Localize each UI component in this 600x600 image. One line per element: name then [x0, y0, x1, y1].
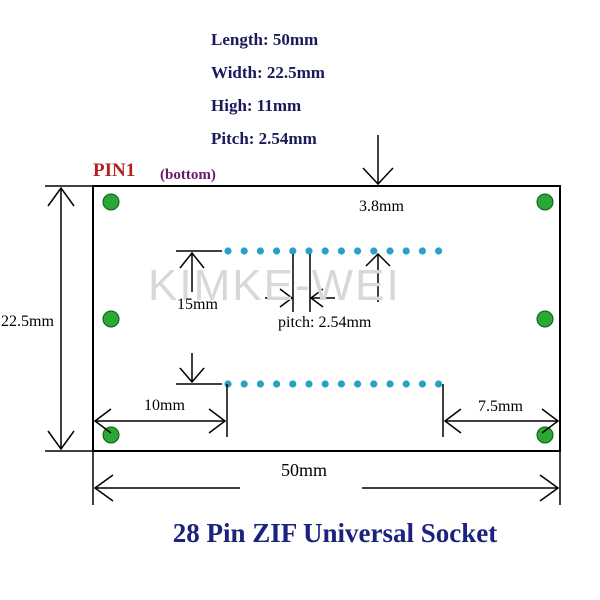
socket-pin [224, 380, 232, 388]
socket-pin [256, 380, 264, 388]
row-spacing-arrow-top [179, 251, 205, 269]
offset-top-label: 3.8mm [359, 198, 404, 215]
socket-pin [321, 247, 329, 255]
corner-pad [102, 310, 120, 328]
offset-inner-arrow [365, 252, 391, 267]
row-spacing-label: 15mm [177, 296, 218, 313]
pitch-arrow-right-head [309, 288, 324, 308]
corner-pad [536, 193, 554, 211]
left-offset-arrow-left [93, 408, 112, 434]
length-label: 50mm [281, 460, 328, 480]
right-offset-arrow-right [541, 408, 560, 434]
offset-arrow-head [362, 167, 394, 186]
pin-row-bottom [224, 380, 443, 388]
socket-pin [435, 247, 443, 255]
pin1-label: PIN1 [93, 160, 136, 181]
board-outline [92, 185, 561, 452]
left-offset-label: 10mm [144, 397, 185, 414]
corner-pad [536, 426, 554, 444]
socket-pin [370, 380, 378, 388]
left-offset-arrow-right [208, 408, 227, 434]
corner-pad [102, 193, 120, 211]
socket-pin [435, 380, 443, 388]
spec-pitch: Pitch: 2.54mm [211, 129, 317, 148]
socket-pin [273, 380, 281, 388]
right-offset-label: 7.5mm [478, 398, 523, 415]
spec-high: High: 11mm [211, 96, 302, 115]
diagram-title: 28 Pin ZIF Universal Socket [172, 518, 498, 548]
socket-pin [289, 380, 297, 388]
socket-pin [386, 380, 394, 388]
length-arrow-left [93, 474, 114, 502]
socket-pin [240, 380, 248, 388]
socket-pin [321, 380, 329, 388]
socket-pin [354, 380, 362, 388]
spec-width: Width: 22.5mm [211, 63, 325, 82]
right-offset-arrow-left [443, 408, 462, 434]
socket-pin [273, 247, 281, 255]
socket-pin [256, 247, 264, 255]
socket-pin [337, 247, 345, 255]
row-spacing-arrow-bottom [179, 367, 205, 384]
socket-pin [402, 247, 410, 255]
watermark: KIMKE-WEI [148, 261, 401, 310]
pin-row-top [224, 247, 443, 255]
height-label: 22.5mm [1, 313, 54, 330]
socket-pin [305, 380, 313, 388]
length-arrow-right [539, 474, 560, 502]
corner-pad [536, 310, 554, 328]
socket-pin [224, 247, 232, 255]
height-arrow-top [47, 186, 75, 207]
socket-pin [289, 247, 297, 255]
pitch-arrow-left-head [279, 288, 294, 308]
socket-pin [337, 380, 345, 388]
socket-pin [418, 247, 426, 255]
socket-pin [402, 380, 410, 388]
socket-pin [240, 247, 248, 255]
height-arrow-bottom [47, 430, 75, 451]
pitch-label: pitch: 2.54mm [278, 314, 372, 331]
socket-pin [354, 247, 362, 255]
socket-pin [418, 380, 426, 388]
bottom-label: (bottom) [160, 167, 216, 183]
socket-pin [370, 247, 378, 255]
spec-length: Length: 50mm [211, 30, 319, 49]
socket-pin [305, 247, 313, 255]
corner-pad [102, 426, 120, 444]
socket-pin [386, 247, 394, 255]
